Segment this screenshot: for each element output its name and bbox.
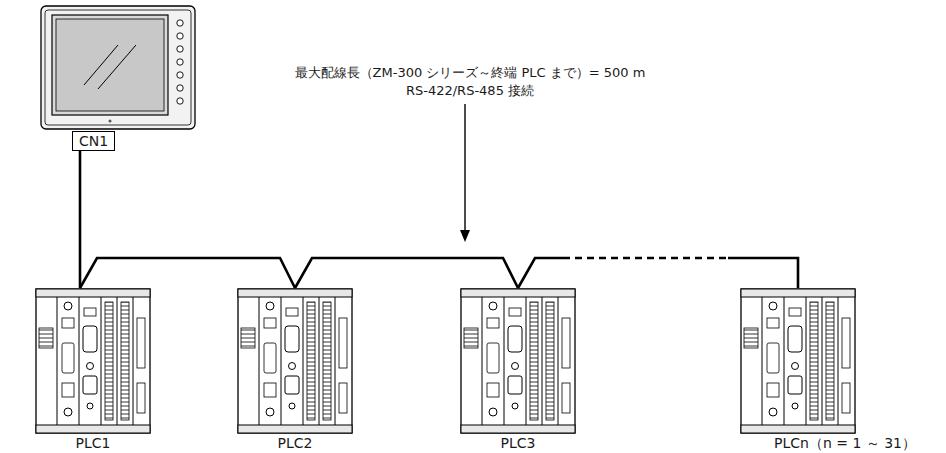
bus-cable [518, 258, 563, 288]
plc-label: PLC1 [76, 435, 111, 451]
bus-cable [728, 258, 798, 288]
cable-connector [80, 258, 295, 288]
wiring-note-text: RS-422/RS-485 接続 [404, 83, 536, 98]
leader-line [464, 104, 465, 232]
wiring-note: RS-422/RS-485 接続 [170, 82, 770, 100]
wiring-note: 最大配線長（ZM-300 シリーズ～終端 PLC まで）= 500 m [170, 64, 770, 82]
plc-unit [740, 288, 856, 434]
plc-label: PLC3 [501, 435, 536, 451]
wiring-note-text: 最大配線長（ZM-300 シリーズ～終端 PLC まで）= 500 m [293, 65, 648, 80]
plc-label: PLC2 [278, 435, 313, 451]
plc-node: PLCn（n = 1 ～ 31） [740, 288, 856, 434]
bus-cable [79, 151, 82, 288]
touch-panel-node: CN1 [40, 5, 196, 151]
plc-node: PLC2 [237, 288, 353, 434]
bus-cable-dashed [563, 257, 728, 260]
plc-node: PLC1 [35, 288, 151, 434]
touch-panel [40, 5, 196, 131]
bus-cable [80, 258, 295, 288]
cable-connector [295, 258, 518, 288]
plc-unit [35, 288, 151, 434]
cable-connector [80, 151, 81, 288]
plc-unit [237, 288, 353, 434]
plc-unit [460, 288, 576, 434]
port-label: CN1 [72, 131, 115, 151]
plc-node: PLC3 [460, 288, 576, 434]
bus-cable [295, 258, 518, 288]
cable-connector [518, 258, 798, 288]
plc-label: PLCn（n = 1 ～ 31） [774, 435, 916, 451]
leader-head [460, 230, 470, 242]
